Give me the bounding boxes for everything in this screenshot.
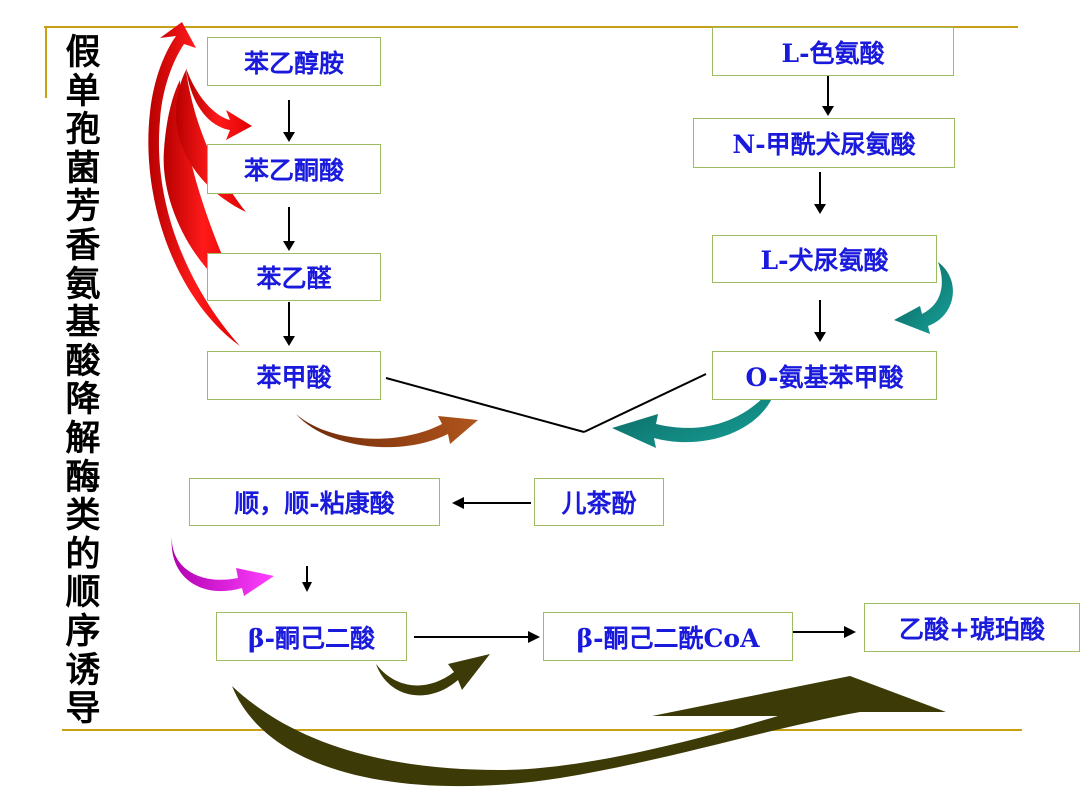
flow-arrows-bottom (414, 631, 846, 638)
teal-curved-arrow-large (612, 380, 778, 448)
node-phenylglyoxylic-acid: 苯乙酮酸 (207, 144, 381, 194)
magenta-curved-arrow (171, 536, 274, 596)
node-cis-cis-muconic-acid: 顺，顺-粘康酸 (189, 478, 440, 526)
flow-arrowheads-bottom (528, 626, 856, 643)
teal-curved-arrow-small (894, 262, 953, 334)
node-catechol: 儿茶酚 (534, 478, 664, 526)
node-benzoic-acid: 苯甲酸 (207, 351, 381, 400)
node-beta-ketoadipate: β-酮己二酸 (216, 612, 407, 661)
converge-line-right (583, 373, 707, 433)
olive-curved-arrow-small (376, 654, 490, 696)
flow-arrowheads-right (814, 106, 834, 342)
brown-curved-arrow (296, 414, 478, 448)
node-l-kynurenine: L-犬尿氨酸 (712, 235, 937, 283)
flow-arrows-right (819, 76, 829, 334)
flow-arrowheads-left (283, 132, 295, 346)
muconic-to-ketoadipate-head (302, 582, 312, 592)
node-phenylethanolamine: 苯乙醇胺 (207, 37, 381, 86)
olive-curved-arrow-large (232, 676, 946, 787)
vertical-title: 假单孢菌芳香氨基酸降解酶类的顺序诱导 (65, 33, 101, 730)
node-phenylacetaldehyde: 苯乙醛 (207, 253, 381, 301)
node-anthranilic-acid: O-氨基苯甲酸 (712, 351, 937, 400)
catechol-to-muconic-head (452, 497, 464, 509)
converge-line-left (385, 377, 585, 433)
node-n-formylkynurenine: N-甲酰犬尿氨酸 (693, 118, 955, 168)
node-l-tryptophan: L-色氨酸 (712, 27, 954, 76)
node-acetate-succinate: 乙酸+琥珀酸 (864, 603, 1080, 652)
node-beta-ketoadipyl-coa: β-酮己二酰CoA (543, 612, 793, 661)
